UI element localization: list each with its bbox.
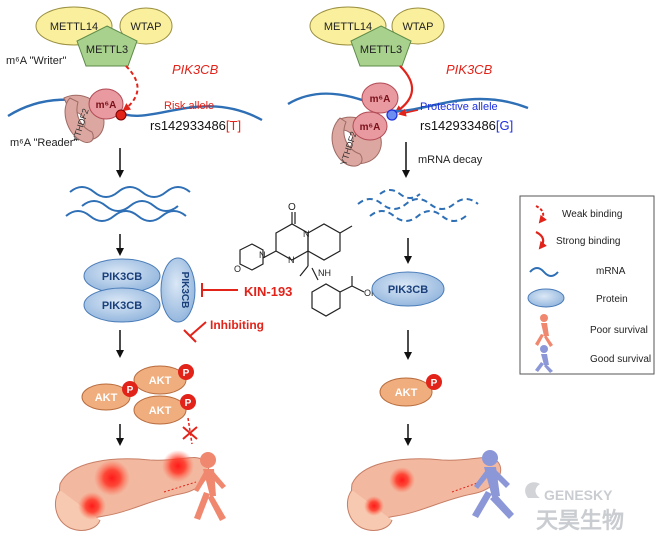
akt-label-left-2: AKT — [95, 392, 118, 404]
decayed-mrna-right — [357, 189, 479, 222]
watermark-en: GENESKY — [544, 487, 613, 503]
mettl3-node-left — [76, 25, 138, 67]
snp-allele-left: [T] — [226, 118, 241, 133]
atom-n1: N — [303, 229, 310, 239]
mettl3-label-right: METTL3 — [360, 44, 402, 56]
akt-left-3 — [133, 395, 187, 425]
atom-nh: NH — [318, 268, 331, 278]
legend-mrna-label: mRNA — [596, 266, 626, 277]
snp-id-right: rs142933486[G] — [420, 118, 513, 133]
protective-allele-label: Protective allele — [420, 101, 498, 113]
phospho-label-left-2: P — [183, 368, 190, 379]
legend-protein-icon — [527, 288, 565, 308]
inhibit-bar-2 — [183, 321, 207, 343]
pancreas-pointer-right — [451, 481, 481, 493]
atom-o2: O — [234, 264, 241, 274]
legend-poor-label: Poor survival — [590, 325, 648, 336]
reader-label: m⁶A "Reader" — [10, 137, 77, 149]
legend-mrna-icon — [529, 267, 559, 277]
pik3cb-label-left-1: PIK3CB — [102, 271, 142, 283]
pik3cb-protein-left-2 — [83, 287, 161, 323]
m6a-site-left — [88, 88, 124, 120]
weak-binding-arrow-left — [122, 65, 139, 112]
kin193-structure — [239, 212, 365, 317]
inhibit-bar-1 — [201, 283, 238, 297]
phospho-label-right: P — [431, 378, 438, 389]
block-cross-icon — [182, 426, 198, 440]
legend-strong-label: Strong binding — [556, 236, 621, 247]
legend-box — [519, 195, 655, 375]
reader-ythdf2-right: YTHDF2 — [331, 116, 382, 167]
protective-pointer — [398, 108, 419, 117]
legend-strong-icon — [535, 231, 547, 250]
m6a-label-right-1: m⁶A — [370, 94, 391, 105]
akt-right — [379, 377, 433, 407]
pik3cb-label-right: PIK3CB — [388, 284, 428, 296]
phospho-label-left-3: P — [185, 398, 192, 409]
m6a-site-right-2 — [352, 111, 388, 141]
decay-label: mRNA decay — [418, 154, 483, 166]
legend-good-label: Good survival — [590, 354, 651, 365]
m6a-site-right-1 — [361, 82, 399, 114]
pancreas-right — [346, 457, 502, 531]
pik3cb-protein-left-3 — [160, 257, 196, 323]
wtap-node-left — [119, 7, 173, 45]
m6a-label-right-2: m⁶A — [360, 122, 381, 133]
poor-survival-figure — [194, 452, 226, 521]
wtap-label-left: WTAP — [131, 21, 162, 33]
mettl3-node-right — [350, 25, 412, 67]
akt-label-left-1: AKT — [149, 375, 172, 387]
mettl3-label-left: METTL3 — [86, 44, 128, 56]
genesky-watermark: GENESKY 天昊生物 — [525, 482, 624, 533]
m6a-label-left: m⁶A — [96, 100, 117, 111]
blocked-arrow-left — [187, 417, 193, 445]
wtap-label-right: WTAP — [403, 21, 434, 33]
atom-n3: N — [288, 255, 295, 265]
pik3cb-label-left-2: PIK3CB — [102, 300, 142, 312]
atom-n2: N — [259, 250, 266, 260]
atom-o1: O — [288, 202, 296, 213]
pancreas-left — [54, 450, 210, 531]
inhibiting-label: Inhibiting — [210, 318, 264, 332]
mrna-pool-left — [65, 186, 191, 222]
pancreas-pointer-left — [163, 481, 197, 493]
protective-snp-dot — [386, 109, 398, 121]
wtap-node-right — [391, 7, 445, 45]
writer-label: m⁶A "Writer" — [6, 55, 67, 67]
phospho-left-3 — [180, 394, 196, 410]
drug-name: KIN-193 — [244, 284, 292, 299]
snp-id-left: rs142933486[T] — [150, 118, 241, 133]
pik3cb-protein-right — [371, 271, 445, 307]
snp-allele-right: [G] — [496, 118, 513, 133]
legend-poor-icon — [535, 314, 553, 347]
right-writer-complex: METTL14 WTAP METTL3 — [309, 6, 445, 67]
mettl14-label-right: METTL14 — [324, 21, 372, 33]
mrna-strand-left — [7, 98, 263, 122]
pik3cb-label-left-3: PIK3CB — [179, 272, 190, 309]
left-writer-complex: METTL14 WTAP METTL3 — [35, 6, 173, 67]
legend-weak-icon — [535, 205, 547, 224]
good-survival-figure — [472, 450, 514, 519]
risk-snp-dot — [115, 109, 127, 121]
mettl14-label-left: METTL14 — [50, 21, 98, 33]
risk-allele-label: Risk allele — [164, 100, 214, 112]
phospho-left-1 — [122, 381, 138, 397]
strong-binding-arrow-right — [394, 65, 414, 114]
legend-weak-label: Weak binding — [562, 209, 622, 220]
watermark-cn: 天昊生物 — [536, 508, 624, 533]
atom-oh: OH — [364, 288, 378, 298]
legend-protein-label: Protein — [596, 294, 628, 305]
legend-good-icon — [535, 345, 553, 373]
gene-label-right: PIK3CB — [446, 62, 493, 77]
gene-label-left: PIK3CB — [172, 62, 219, 77]
akt-label-right: AKT — [395, 387, 418, 399]
phospho-left-2 — [178, 364, 194, 380]
akt-label-left-3: AKT — [149, 405, 172, 417]
phospho-right — [426, 374, 442, 390]
phospho-label-left-1: P — [127, 385, 134, 396]
